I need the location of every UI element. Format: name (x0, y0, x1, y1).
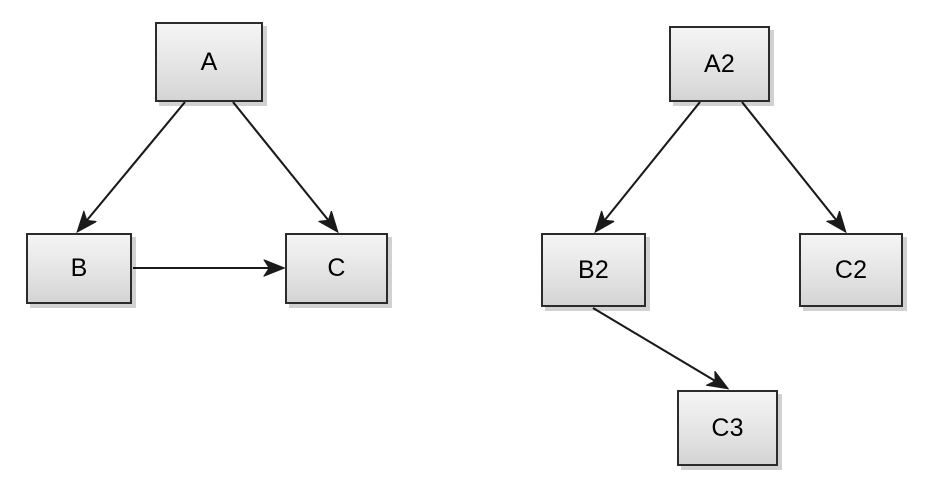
node-label-a2: A2 (704, 49, 735, 78)
node-c[interactable]: C (285, 233, 388, 304)
edge-a-b[interactable] (78, 101, 186, 231)
node-label-c: C (327, 254, 346, 282)
node-label-c2: C2 (834, 255, 868, 284)
node-c2[interactable]: C2 (799, 233, 903, 307)
node-b[interactable]: B (26, 233, 132, 304)
node-label-a: A (200, 47, 218, 76)
node-a[interactable]: A (155, 22, 263, 102)
edge-a2-c2[interactable] (741, 101, 845, 231)
edge-a2-b2[interactable] (596, 101, 701, 231)
edge-b2-c3[interactable] (592, 307, 727, 388)
node-a2[interactable]: A2 (669, 26, 770, 102)
node-b2[interactable]: B2 (541, 233, 646, 307)
node-c3[interactable]: C3 (677, 390, 778, 466)
node-label-b: B (70, 254, 88, 282)
node-label-c3: C3 (711, 413, 744, 442)
edge-a-c[interactable] (232, 101, 337, 231)
node-label-b2: B2 (578, 255, 609, 284)
